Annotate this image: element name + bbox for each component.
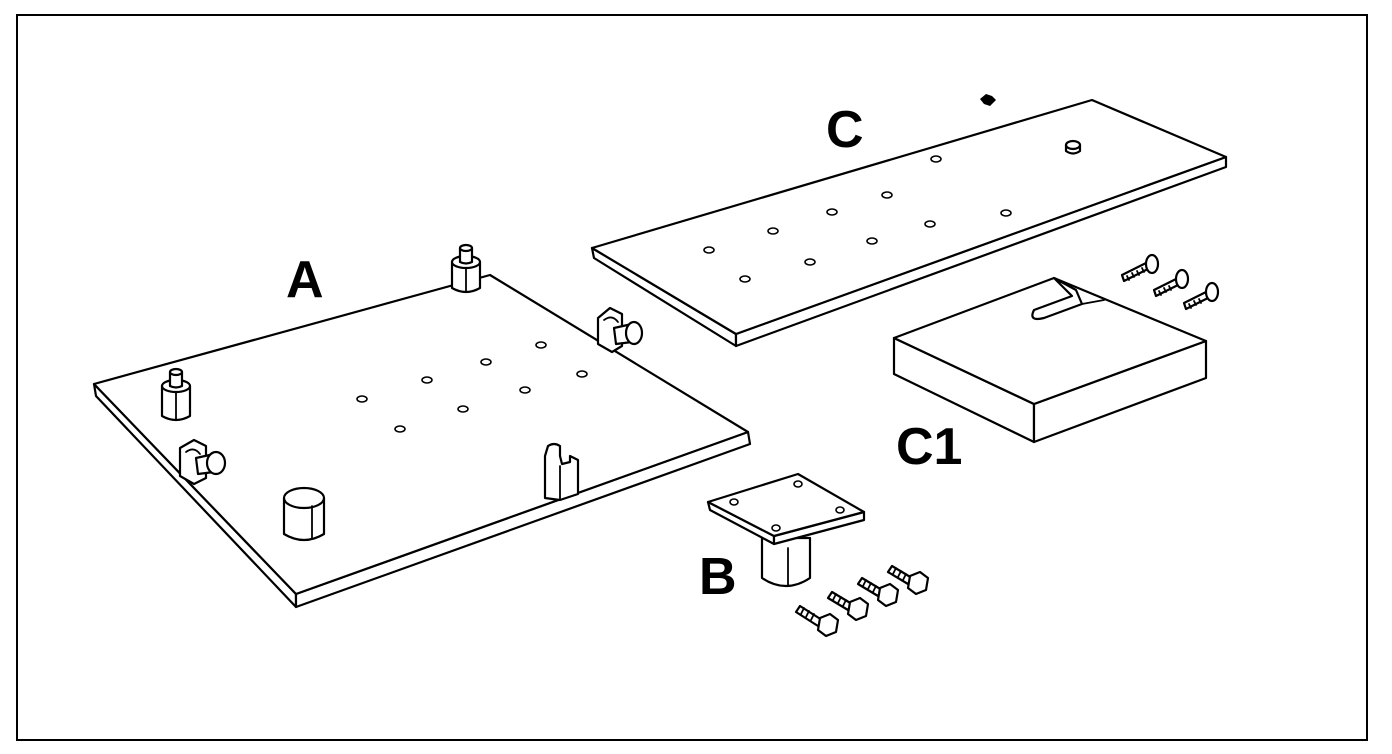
- hole: [826, 208, 838, 216]
- hex-bolt: [794, 604, 840, 638]
- notched-bracket: [543, 442, 580, 502]
- bolt-thread: [862, 579, 877, 593]
- hole: [729, 498, 739, 506]
- clamp-right: [596, 306, 644, 354]
- cylinder-top: [282, 486, 326, 510]
- cylinder-body: [282, 496, 326, 542]
- hole: [866, 237, 878, 245]
- screw-thread: [1188, 298, 1202, 309]
- button-top: [1064, 139, 1082, 151]
- hole: [739, 275, 751, 283]
- hole: [394, 425, 406, 433]
- b-cylinder-body: [760, 536, 812, 588]
- thumb-screw-head: [624, 320, 644, 346]
- bolt-thread: [892, 567, 907, 581]
- plate-c-top-face: [590, 98, 1228, 336]
- standoff-stud: [168, 370, 184, 389]
- bolt-head: [876, 582, 900, 608]
- hex-bolts: [794, 564, 930, 638]
- screw-head: [1174, 268, 1190, 290]
- hole: [703, 246, 715, 254]
- hole: [457, 405, 469, 413]
- bolt-head: [846, 596, 870, 622]
- hole: [1000, 209, 1012, 217]
- debris-speck: [980, 94, 996, 106]
- standoff-stud-top: [168, 367, 184, 377]
- hole: [519, 386, 531, 394]
- part-c1-block: [892, 276, 1208, 444]
- figure-border: [16, 14, 1368, 741]
- block-slot: [1031, 276, 1084, 321]
- hole: [535, 341, 547, 349]
- hex-bolt: [856, 576, 900, 608]
- hole: [924, 220, 936, 228]
- wood-screw: [1152, 268, 1190, 298]
- hole: [421, 376, 433, 384]
- cylinder-post: [282, 486, 326, 542]
- screw-head: [1204, 281, 1220, 303]
- plate-a-top-face: [92, 273, 750, 596]
- hole: [767, 227, 779, 235]
- bolt-head: [906, 570, 930, 596]
- plate-c-button: [1064, 139, 1082, 155]
- hole: [480, 358, 492, 366]
- standoff-left: [160, 367, 192, 422]
- hole: [793, 480, 803, 488]
- screw-head: [1144, 253, 1160, 275]
- wood-screws: [1120, 253, 1220, 311]
- hole: [835, 506, 845, 514]
- thumb-screw-head: [205, 450, 227, 476]
- clamp-slot: [185, 448, 201, 455]
- screw-thread: [1158, 285, 1172, 296]
- block-slot-edge: [1081, 299, 1105, 305]
- bolt-thread: [800, 607, 815, 621]
- part-label-c: C: [826, 101, 864, 159]
- wood-screw: [1120, 253, 1160, 283]
- hex-bolt: [886, 564, 930, 596]
- screw-shank: [1182, 290, 1210, 311]
- part-b-mount: [706, 472, 866, 588]
- plate-a-holes: [356, 341, 588, 433]
- standoff-stud-top: [458, 243, 474, 253]
- clamp-slot: [603, 316, 619, 323]
- block-top-face: [892, 276, 1208, 406]
- part-label-b: B: [699, 548, 737, 606]
- part-label-a: A: [286, 251, 324, 309]
- wood-screw: [1182, 281, 1220, 311]
- standoff-back: [450, 243, 482, 294]
- bolt-thread: [832, 593, 847, 607]
- hole: [804, 258, 816, 266]
- screw-shank: [1152, 277, 1180, 298]
- clamp-left: [178, 438, 227, 486]
- bolt-head: [816, 612, 840, 638]
- hole: [881, 191, 893, 199]
- plate-c-holes: [703, 155, 1012, 283]
- hole: [930, 155, 942, 163]
- part-a-base-plate: [92, 243, 752, 609]
- hole: [576, 370, 588, 378]
- part-label-c1: C1: [896, 418, 963, 476]
- screw-thread: [1126, 267, 1145, 281]
- hole: [356, 395, 368, 403]
- hex-bolt: [826, 590, 870, 622]
- b-plate-top: [706, 472, 866, 538]
- hole: [771, 524, 781, 532]
- standoff-stud: [458, 246, 474, 265]
- part-c-long-plate: [590, 94, 1228, 348]
- bracket-body: [543, 442, 580, 502]
